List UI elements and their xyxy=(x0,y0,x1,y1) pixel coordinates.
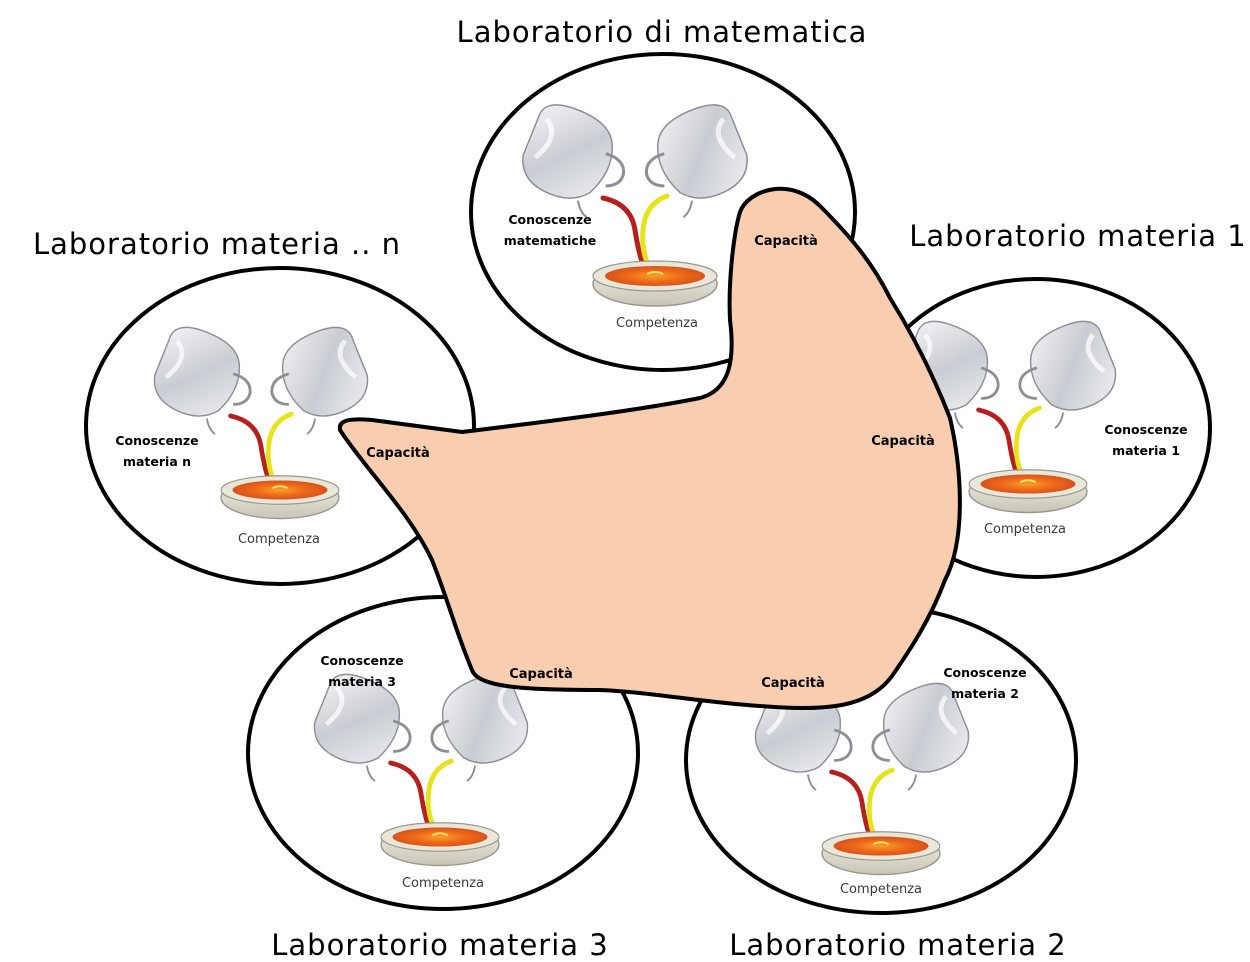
competence-label-materia-1: Competenza xyxy=(984,522,1066,537)
capacity-label-right: Capacità xyxy=(871,434,935,449)
capacity-label-top: Capacità xyxy=(754,234,818,249)
svg-text:Conoscenze: Conoscenze xyxy=(943,665,1026,680)
lab-title-materia-3: Laboratorio materia 3 xyxy=(271,928,608,962)
lab-title-materia-2: Laboratorio materia 2 xyxy=(729,928,1066,962)
competence-label-materia-n: Competenza xyxy=(238,532,320,547)
svg-text:Conoscenze: Conoscenze xyxy=(115,433,198,448)
svg-text:materia 3: materia 3 xyxy=(328,674,396,689)
svg-text:matematiche: matematiche xyxy=(504,233,596,248)
svg-text:Conoscenze: Conoscenze xyxy=(1104,422,1187,437)
competence-label-materia-3: Competenza xyxy=(402,876,484,891)
svg-text:materia 1: materia 1 xyxy=(1112,443,1180,458)
competence-label-matematica: Competenza xyxy=(616,316,698,331)
capacity-label-bottom-right: Capacità xyxy=(761,676,825,691)
lab-title-matematica: Laboratorio di matematica xyxy=(457,15,868,49)
svg-text:Conoscenze: Conoscenze xyxy=(320,653,403,668)
svg-text:materia n: materia n xyxy=(123,454,191,469)
competence-label-materia-2: Competenza xyxy=(840,882,922,897)
capacity-label-bottom-left: Capacità xyxy=(509,667,573,682)
capacity-label-left: Capacità xyxy=(366,446,430,461)
lab-title-materia-n: Laboratorio materia .. n xyxy=(33,227,401,261)
svg-text:Conoscenze: Conoscenze xyxy=(508,212,591,227)
svg-text:materia 2: materia 2 xyxy=(951,686,1019,701)
lab-title-materia-1: Laboratorio materia 1 xyxy=(909,219,1246,253)
